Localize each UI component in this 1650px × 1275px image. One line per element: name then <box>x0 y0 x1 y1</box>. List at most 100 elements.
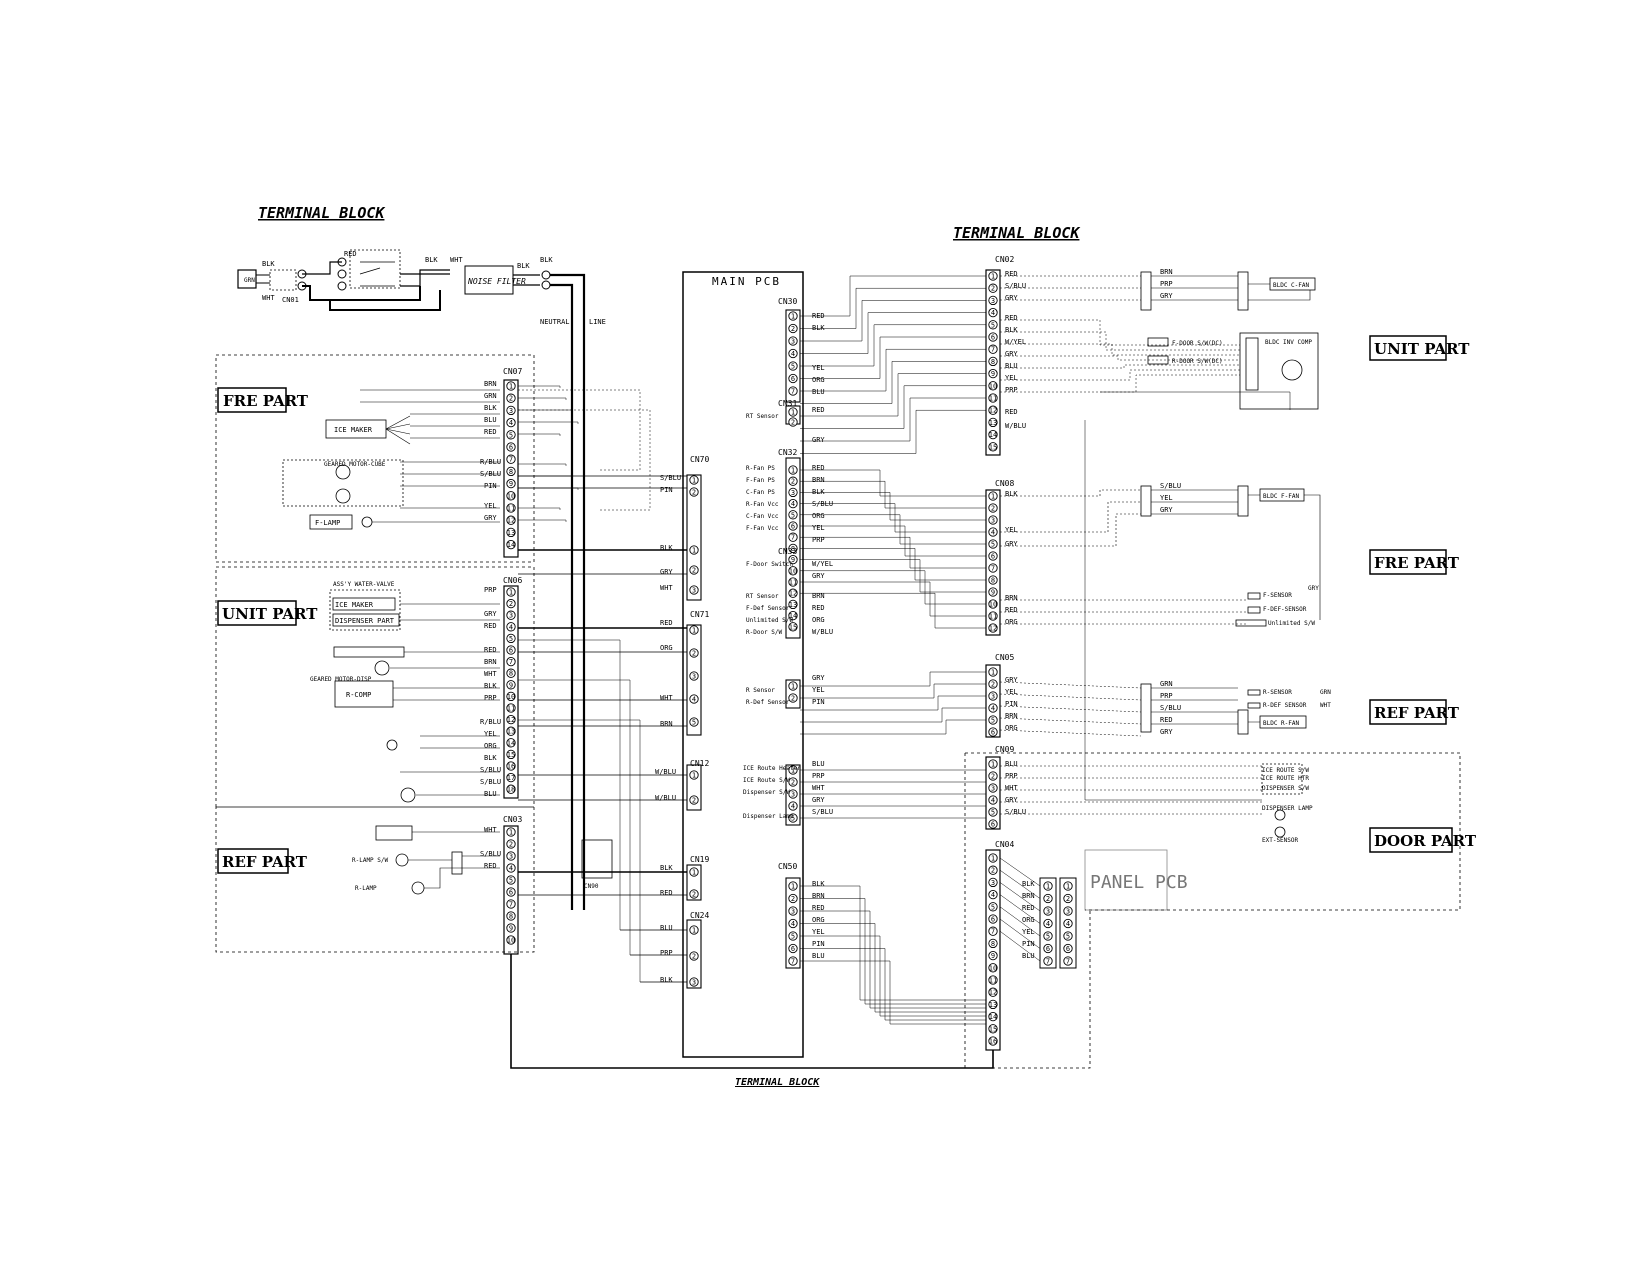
cn50-pin-number: 4 <box>791 920 795 928</box>
pcb-signal: F-Door Switch <box>746 561 793 568</box>
cn06-pin <box>506 761 516 771</box>
cn09-wire-labels: BLU PRP WHT GRY S/BLU <box>1005 760 1026 816</box>
panel-b-pin <box>1063 893 1073 904</box>
cn30-pin <box>788 323 798 334</box>
wire <box>800 409 986 454</box>
cn04-wire: ORG <box>1022 916 1035 924</box>
cn06-pin-number: 7 <box>509 658 513 666</box>
cn32-pin <box>788 588 798 598</box>
cn06-pin <box>506 656 516 667</box>
cn05-pin-number: 6 <box>991 729 995 737</box>
cn05-label: CN05 <box>995 653 1014 662</box>
pcb-right-wire: RED <box>812 464 825 472</box>
cn07-wire-labels: BRN GRN BLK BLU RED R/BLU S/BLU PIN YEL … <box>480 380 501 522</box>
pcb-left-wire: WHT <box>660 584 673 592</box>
cn06-wire: R/BLU <box>480 718 501 726</box>
cn04-wire-labels: BLK BRN RED ORG YEL PIN BLU <box>1022 880 1035 960</box>
cn08-wire: GRY <box>1005 540 1018 548</box>
cn71-pin <box>689 625 699 635</box>
cn30-pin-number: 7 <box>791 388 795 396</box>
ref-right-wire: GRN <box>1160 680 1173 688</box>
cn07-pin <box>506 405 516 416</box>
cn32-pin <box>788 577 798 587</box>
cn70b-pin-number: 1 <box>692 547 696 555</box>
wire <box>1000 331 1240 351</box>
cn05-pin <box>988 667 998 677</box>
wire <box>800 492 986 521</box>
ref-grn-label: GRN <box>1320 689 1331 696</box>
cn19-pin <box>689 889 699 899</box>
power-cn01: CN01 <box>282 296 299 304</box>
cn06-pin <box>506 645 516 655</box>
cn71-pin <box>689 717 699 727</box>
pcb-left-wire: ORG <box>660 644 673 652</box>
pcb-left-wire: BLU <box>660 924 673 932</box>
cn04-pin-number: 2 <box>991 867 995 875</box>
cn70b-pin <box>689 565 699 575</box>
cn02-pin <box>988 381 998 391</box>
cn06-pin-number: 18 <box>507 786 515 794</box>
wire <box>1000 343 1240 356</box>
cn05-pin <box>988 715 998 725</box>
cn02-pin-number: 3 <box>991 297 995 305</box>
cn03-pin <box>506 935 516 945</box>
pcb-left-wire: GRY <box>660 568 673 576</box>
door-item: DISPENSER LAMP <box>1262 805 1313 812</box>
pcb-left-wire: S/BLU <box>660 474 681 482</box>
cn04-pin <box>988 975 998 985</box>
cn33b-pin-number: 2 <box>791 779 795 787</box>
cn03-pin-number: 6 <box>509 889 513 897</box>
cn08-wire: YEL <box>1005 526 1018 534</box>
cn32-pin <box>788 566 798 576</box>
cn03-pin-number: 9 <box>509 925 513 933</box>
pcb-right-wire: YEL <box>812 364 825 372</box>
cn02-pin <box>988 307 998 318</box>
cn09-wire: GRY <box>1005 796 1018 804</box>
cn09-pin <box>988 795 998 805</box>
cn02-wire: PRP <box>1005 386 1018 394</box>
cn06-pin <box>506 691 516 702</box>
pcb-right-wire: ORG <box>812 616 825 624</box>
cn03-components <box>375 825 500 895</box>
pcb-left-wire: W/BLU <box>655 768 676 776</box>
cn50-pin-number: 3 <box>791 908 795 916</box>
cn05-pin-number: 4 <box>991 705 995 713</box>
pcb-left-wire: BRN <box>660 720 673 728</box>
fre-part-label-left: FRE PART <box>223 392 309 410</box>
cn06-pin <box>506 598 516 609</box>
cn12-label: CN12 <box>690 759 709 768</box>
cn06-pin-number: 11 <box>507 705 515 713</box>
cn33b-pin <box>788 813 798 823</box>
pcb-right-wire: BLU <box>812 388 825 396</box>
cn71-pin-number: 5 <box>692 719 696 727</box>
cn03-pin-number: 2 <box>509 841 513 849</box>
wire <box>1000 364 1240 369</box>
panel-a-pin-number: 3 <box>1046 908 1050 916</box>
noise-filter-label: NOISE FILTER <box>467 277 526 286</box>
pcb-right-wire: WHT <box>812 784 825 792</box>
cn07-pin-number: 11 <box>507 505 515 513</box>
cn06-pin <box>506 738 516 748</box>
ref-right-wire: PRP <box>1160 692 1173 700</box>
pcb-signal: ICE Route S/W <box>743 777 790 784</box>
power-blk: BLK <box>262 260 275 268</box>
wire <box>999 930 1041 962</box>
cn09-pin <box>988 807 998 817</box>
cn32-pin-number: 1 <box>791 467 795 475</box>
cn07-wire: BLK <box>484 404 497 412</box>
wire <box>518 463 567 466</box>
cn32-pin <box>788 521 798 531</box>
cn06-wire: RED <box>484 622 497 630</box>
door-part-outline <box>964 752 1461 1069</box>
right-part-labels: UNIT PART FRE PART REF PART DOOR PART <box>1369 335 1477 853</box>
cn07-wire: BRN <box>484 380 497 388</box>
cn70b-pin-number: 3 <box>692 587 696 595</box>
cn32-pin-number: 12 <box>789 590 797 598</box>
pcb-right-wire: YEL <box>812 928 825 936</box>
cn05-wire: PIN <box>1005 700 1018 708</box>
pcb-right-wire: RED <box>812 604 825 612</box>
panel-pcb: PANEL PCB <box>1039 849 1188 969</box>
cn30-label: CN30 <box>778 297 797 306</box>
wire <box>800 683 986 699</box>
cn04-wire: BLU <box>1022 952 1035 960</box>
